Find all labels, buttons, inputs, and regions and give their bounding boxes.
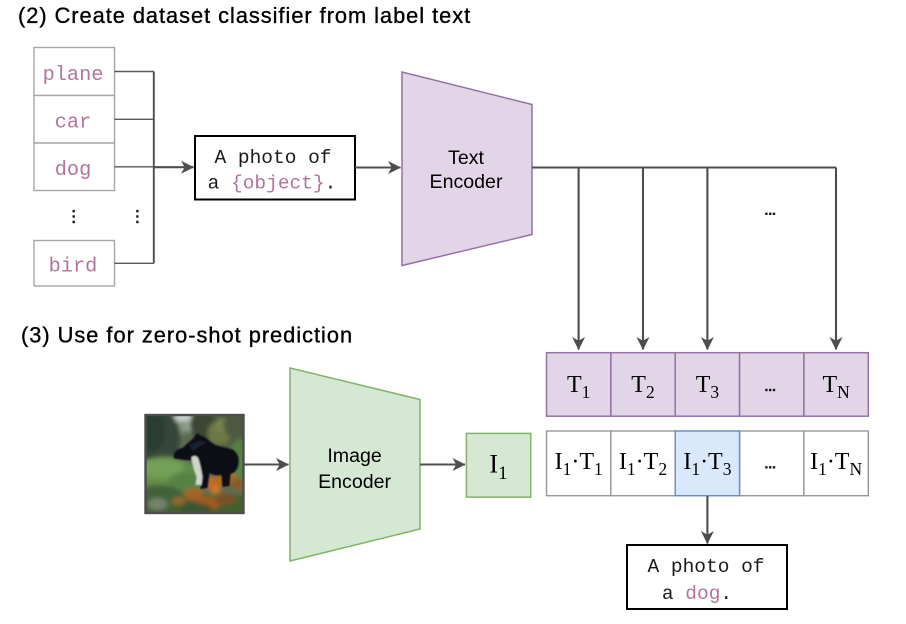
svg-text:A photo of: A photo of (647, 556, 764, 578)
svg-text:car: car (55, 111, 92, 134)
svg-text:dog: dog (55, 159, 92, 182)
svg-text:a {object}.: a {object}. (208, 173, 337, 195)
svg-text:A photo of: A photo of (214, 147, 331, 169)
svg-text:a dog.: a dog. (662, 583, 732, 605)
svg-text:bird: bird (49, 255, 98, 278)
svg-text:Encoder: Encoder (318, 471, 391, 493)
svg-text:(3) Use for zero-shot predicti: (3) Use for zero-shot prediction (21, 323, 353, 348)
svg-text:Encoder: Encoder (430, 171, 503, 193)
svg-text:TN: TN (822, 372, 850, 402)
svg-text:plane: plane (43, 64, 104, 87)
svg-text:Image: Image (327, 445, 382, 467)
svg-text:(2) Create dataset classifier: (2) Create dataset classifier from label… (18, 3, 471, 28)
svg-text:Text: Text (448, 147, 484, 169)
